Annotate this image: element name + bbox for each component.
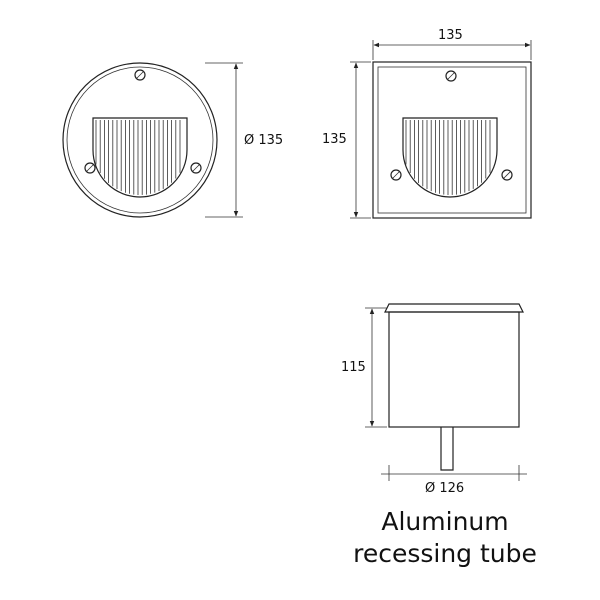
- round-outer-rim: [62, 62, 218, 218]
- round-front-view: Ø 135: [62, 62, 283, 218]
- square-inner-frame: [377, 66, 527, 214]
- screw-icon: [445, 70, 457, 82]
- square-height-label: 135: [322, 132, 347, 147]
- square-front-view: 135 135: [322, 28, 532, 219]
- screw-icon: [501, 169, 513, 181]
- square-louvre: [402, 117, 498, 198]
- tube-height-dimension: 115: [341, 307, 387, 428]
- square-width-label: 135: [438, 28, 463, 43]
- caption-line-1: Aluminum: [381, 507, 508, 536]
- square-height-dimension: 135: [322, 61, 371, 219]
- screw-icon: [84, 162, 96, 174]
- tube-flange: [384, 303, 524, 313]
- caption: Aluminum recessing tube: [353, 507, 537, 568]
- round-inner-rim: [66, 66, 214, 214]
- round-diameter-dimension: Ø 135: [205, 62, 283, 218]
- round-louvre: [92, 117, 188, 198]
- screw-icon: [390, 169, 402, 181]
- cable-gland: [440, 427, 454, 471]
- square-outer-frame: [372, 61, 532, 219]
- round-diameter-label: Ø 135: [244, 133, 283, 148]
- tube-diameter-label: Ø 126: [425, 481, 464, 496]
- screw-icon: [134, 69, 146, 81]
- tube-diameter-dimension: Ø 126: [381, 465, 527, 496]
- square-width-dimension: 135: [372, 28, 532, 60]
- screw-icon: [190, 162, 202, 174]
- tube-body: [388, 311, 520, 428]
- caption-line-2: recessing tube: [353, 539, 537, 568]
- tube-side-view: 115 Ø 126: [341, 303, 527, 496]
- tube-height-label: 115: [341, 360, 366, 375]
